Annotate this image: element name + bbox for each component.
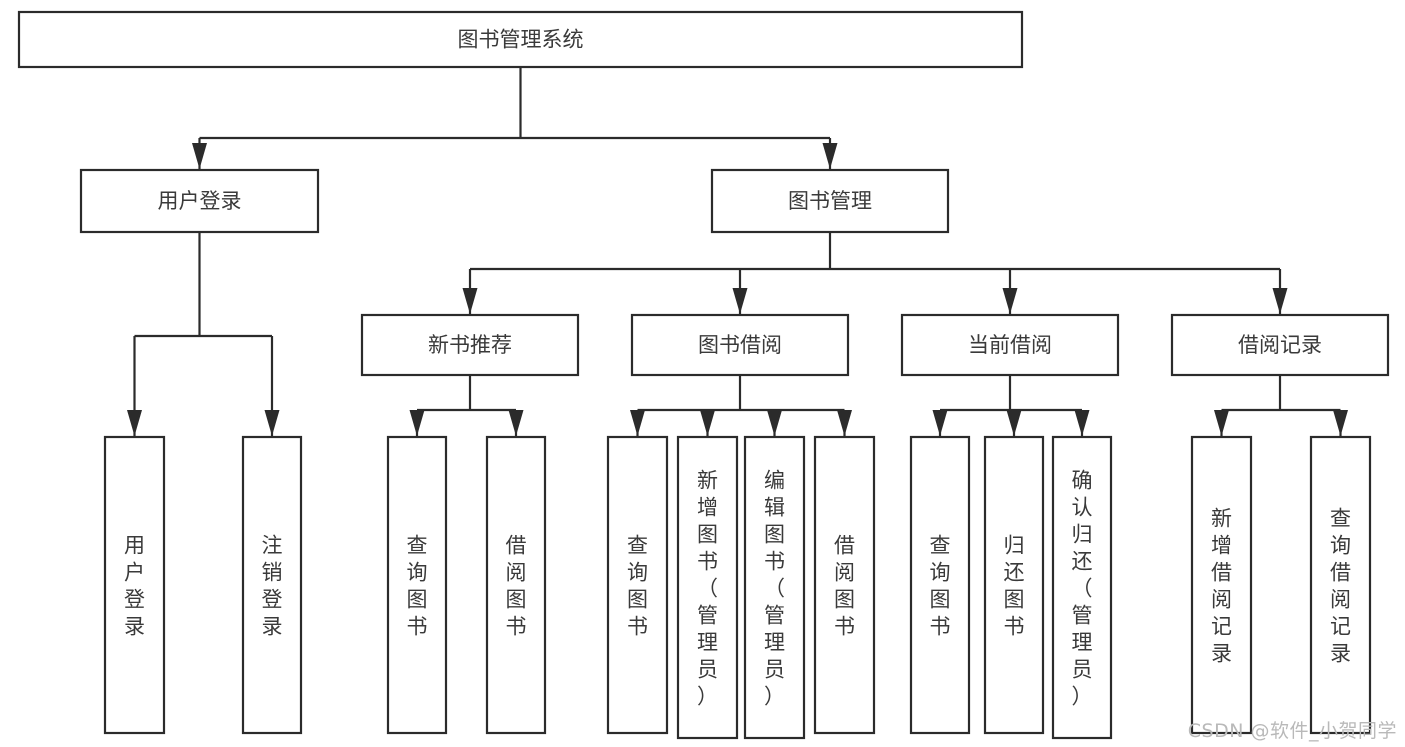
arrow-to-leaf-borrow-book-2	[837, 410, 852, 436]
leaf-user-login-label: 用户登录	[124, 534, 145, 639]
arrow-to-book-manage	[822, 143, 838, 169]
csdn-watermark: CSDN @软件_小贺同学	[1187, 720, 1397, 742]
leaf-user-logout-label: 注销登录	[262, 534, 283, 639]
new-book-rec-box[interactable]	[360, 313, 580, 377]
arrow-to-borrow-record	[1272, 288, 1288, 314]
connector-layer	[127, 67, 1348, 436]
arrow-to-leaf-edit-book	[767, 410, 782, 436]
leaf-query-record-box[interactable]	[1309, 435, 1372, 735]
leaf-return-book-label: 归还图书	[1004, 534, 1025, 639]
leaf-add-record-box[interactable]	[1190, 435, 1253, 735]
leaf-confirm-return-box[interactable]	[1051, 435, 1113, 740]
borrow-record-label: 借阅记录	[1238, 333, 1322, 357]
arrow-to-current-borrow	[1002, 288, 1018, 314]
root-图书管理系统-box[interactable]	[17, 10, 1024, 69]
leaf-add-book-label: 新增图书（管理员）	[697, 469, 718, 709]
book-borrow-label: 图书借阅	[698, 333, 782, 357]
leaf-query-record-label: 查询借阅记录	[1330, 507, 1351, 666]
leaf-borrow-book-2-label: 借阅图书	[834, 534, 855, 639]
arrow-to-new-book-rec	[462, 288, 478, 314]
leaf-query-book-3-box[interactable]	[909, 435, 971, 735]
arrow-to-user-login	[192, 143, 207, 169]
leaf-borrow-book-2-box[interactable]	[813, 435, 876, 735]
arrow-to-leaf-borrow-book-1	[508, 410, 524, 436]
arrow-to-leaf-query-book-3	[932, 410, 948, 436]
leaf-confirm-return-label: 确认归还（管理员）	[1072, 469, 1093, 709]
leaf-user-login-box[interactable]	[103, 435, 166, 735]
user-login-box[interactable]	[79, 168, 320, 234]
node-layer: 图书管理系统用户登录图书管理新书推荐图书借阅当前借阅借阅记录用户登录注销登录查询…	[17, 10, 1390, 740]
leaf-query-book-3-label: 查询图书	[930, 534, 951, 639]
leaf-edit-book-label: 编辑图书（管理员）	[764, 469, 785, 709]
root-图书管理系统-label: 图书管理系统	[458, 28, 584, 52]
leaf-return-book-box[interactable]	[983, 435, 1045, 735]
leaf-borrow-book-1-box[interactable]	[485, 435, 547, 735]
leaf-edit-book-box[interactable]	[743, 435, 806, 740]
arrow-to-leaf-return-book	[1006, 410, 1022, 436]
arrow-to-book-borrow	[732, 288, 748, 314]
current-borrow-label: 当前借阅	[968, 333, 1052, 357]
leaf-query-book-1-label: 查询图书	[407, 534, 428, 639]
user-login-label: 用户登录	[158, 189, 242, 213]
arrow-to-leaf-user-logout	[264, 410, 280, 436]
arrow-to-leaf-query-book-1	[409, 410, 425, 436]
leaf-query-book-2-box[interactable]	[606, 435, 669, 735]
leaf-query-book-2-label: 查询图书	[627, 534, 648, 639]
book-manage-box[interactable]	[710, 168, 950, 234]
arrow-to-leaf-user-login	[127, 410, 142, 436]
borrow-record-box[interactable]	[1170, 313, 1390, 377]
arrow-to-leaf-confirm-return	[1074, 410, 1090, 436]
arrow-to-leaf-query-book-2	[630, 410, 645, 436]
arrow-to-leaf-query-record	[1333, 410, 1348, 436]
current-borrow-box[interactable]	[900, 313, 1120, 377]
leaf-add-book-box[interactable]	[676, 435, 739, 740]
new-book-rec-label: 新书推荐	[428, 333, 512, 357]
book-borrow-box[interactable]	[630, 313, 850, 377]
book-manage-label: 图书管理	[788, 189, 872, 213]
leaf-user-logout-box[interactable]	[241, 435, 303, 735]
arrow-to-leaf-add-record	[1214, 410, 1229, 436]
arrow-to-leaf-add-book	[700, 410, 715, 436]
leaf-add-record-label: 新增借阅记录	[1211, 507, 1232, 666]
leaf-query-book-1-box[interactable]	[386, 435, 448, 735]
leaf-borrow-book-1-label: 借阅图书	[506, 534, 527, 639]
